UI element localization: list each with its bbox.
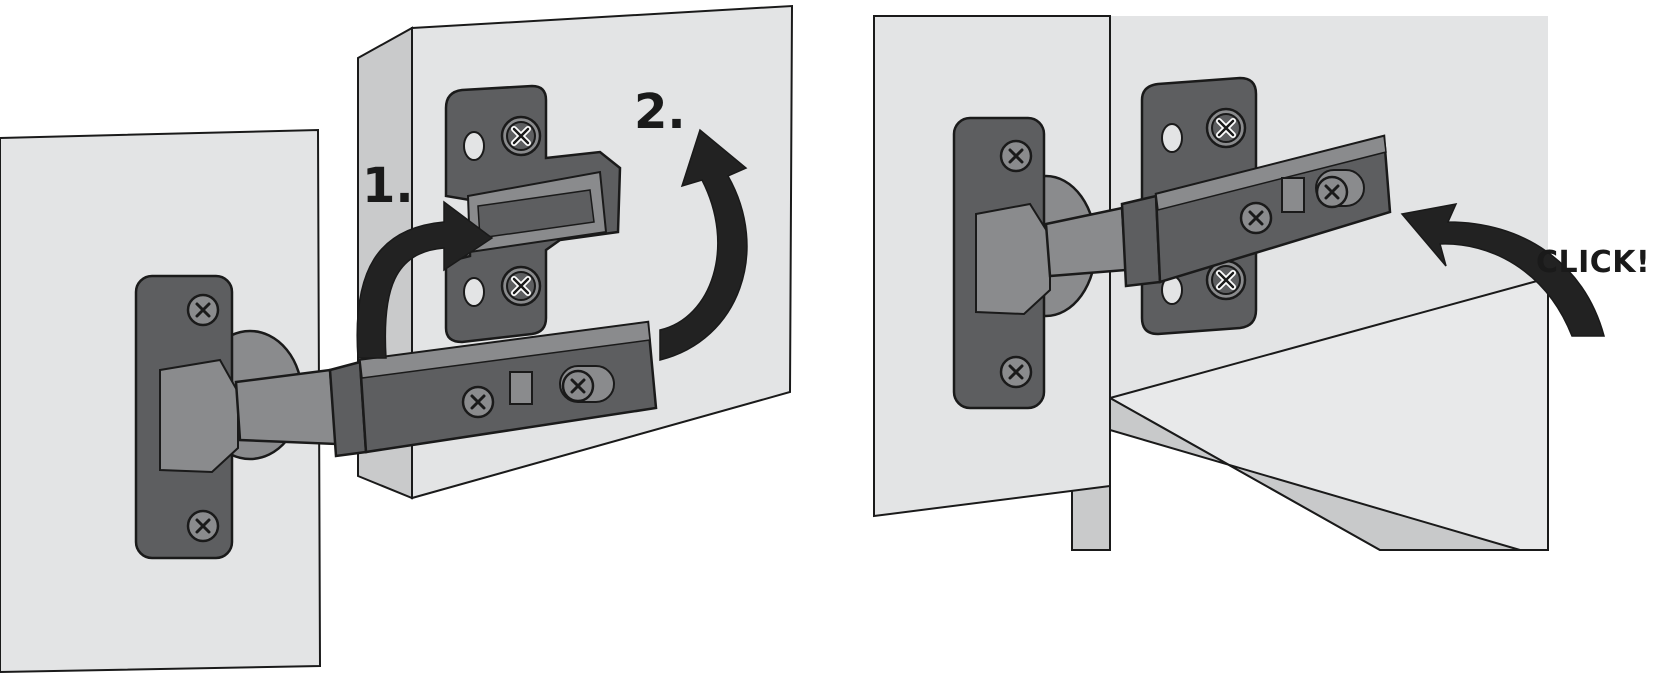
click-label: CLICK! <box>1536 245 1651 280</box>
hinge-arm <box>1044 134 1392 288</box>
step-2-label: 2. <box>634 84 686 140</box>
phillips-screw-icon <box>999 355 1033 389</box>
phillips-screw-icon <box>186 509 220 543</box>
phillips-screw-icon <box>561 369 595 403</box>
mounting-plate <box>444 84 622 344</box>
curved-arrow-icon <box>1400 203 1605 337</box>
phillips-screw-icon <box>1207 109 1245 147</box>
curved-arrow-icon <box>356 200 494 359</box>
phillips-screw-icon <box>502 117 540 155</box>
left-scene <box>0 4 794 674</box>
hinge-door-plate <box>952 116 1051 410</box>
phillips-screw-icon <box>1239 201 1273 235</box>
right-scene <box>873 15 1605 551</box>
curved-arrow-icon <box>659 128 748 361</box>
phillips-screw-icon <box>186 293 220 327</box>
step-1-label: 1. <box>362 158 414 214</box>
phillips-screw-icon <box>502 267 540 305</box>
phillips-screw-icon <box>1315 175 1349 209</box>
phillips-screw-icon <box>461 385 495 419</box>
hinge-door-plate <box>134 274 239 560</box>
phillips-screw-icon <box>999 139 1033 173</box>
hinge-arm <box>234 320 658 458</box>
